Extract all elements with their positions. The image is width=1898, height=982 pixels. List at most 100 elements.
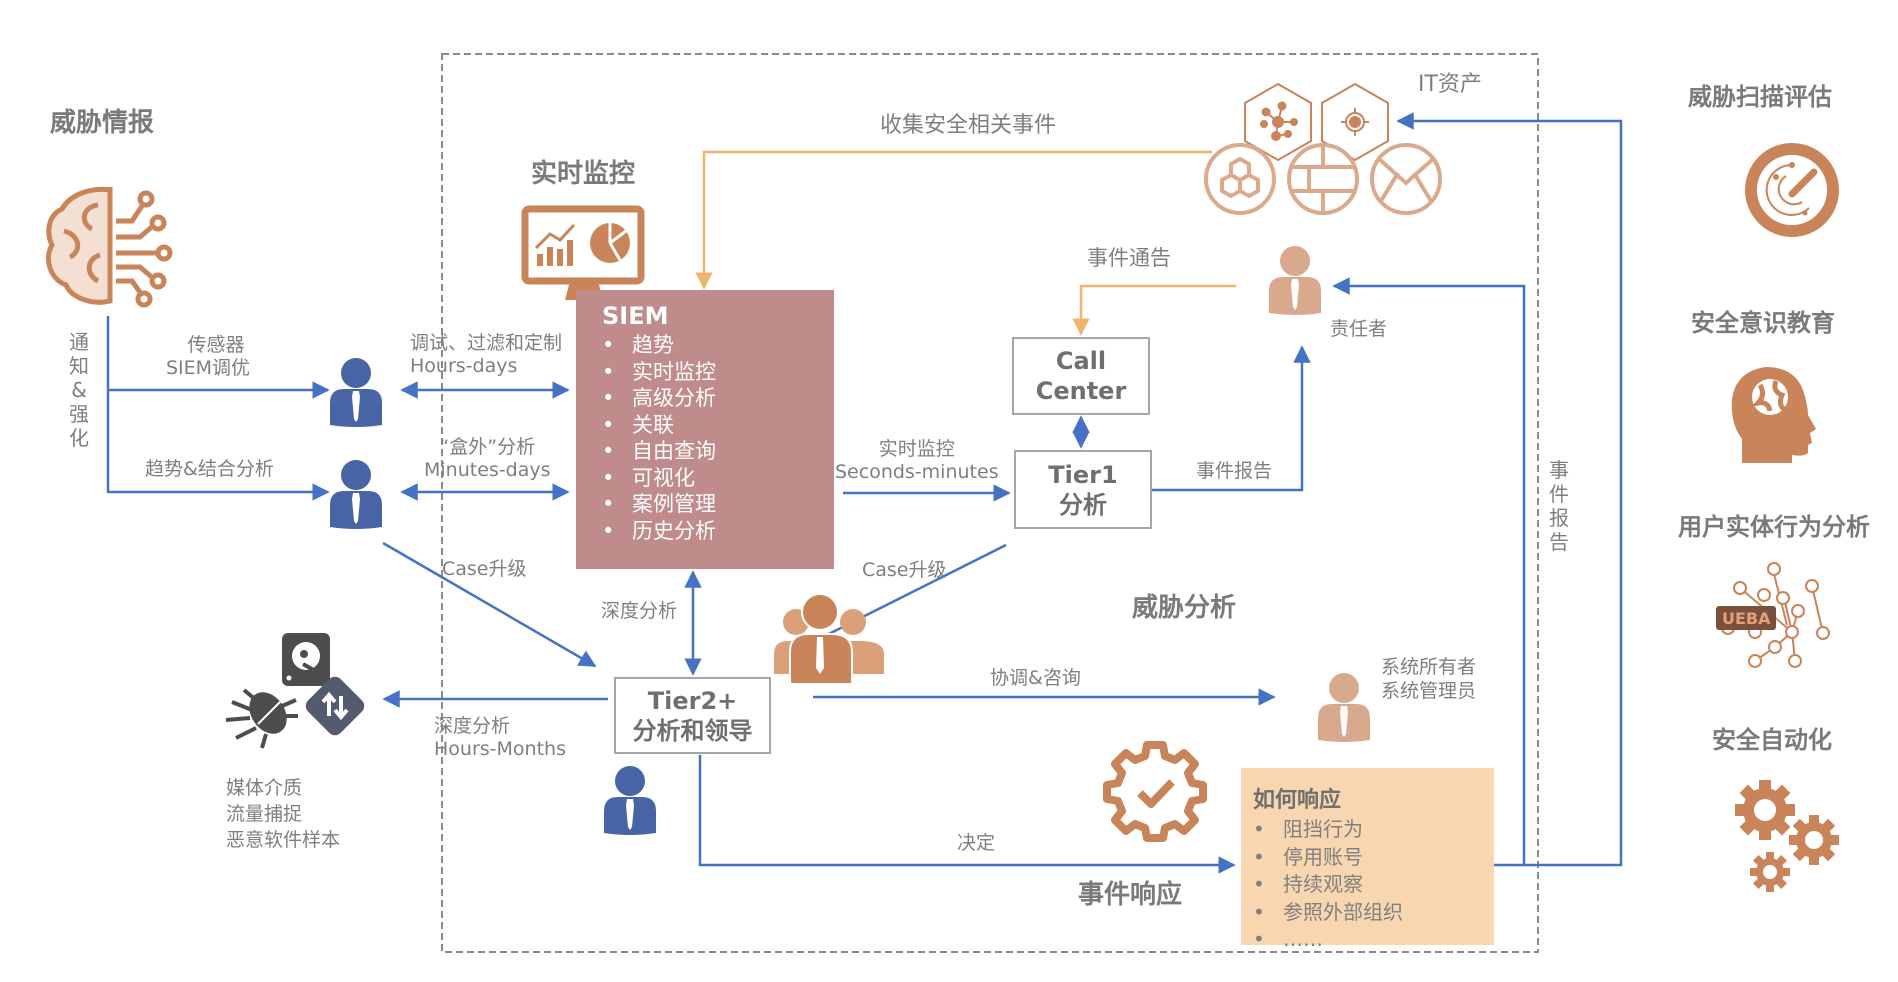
bullet: • (1253, 927, 1265, 951)
threat-analysis-heading: 威胁分析 (1132, 593, 1237, 623)
siem-feature-label: 关联 (632, 412, 674, 437)
bullet: • (602, 412, 615, 437)
gear-check-icon (1103, 741, 1207, 842)
response-box[interactable]: 如何响应 • 阻挡行为 • 停用账号 • 持续观察 • 参照外部组织 • …… (1241, 768, 1494, 951)
transfer-icon (305, 676, 365, 736)
siem-feature: •自由查询 (602, 438, 834, 465)
response-action: • 持续观察 (1253, 871, 1494, 899)
siem-feature-label: 自由查询 (632, 439, 716, 463)
siem-title: SIEM (602, 302, 669, 330)
collect-events-label: 收集安全相关事件 (880, 113, 1057, 138)
decide-label: 决定 (957, 832, 996, 854)
incident-response-heading: 事件响应 (1078, 880, 1183, 910)
flow-label-line: 实时监控 (878, 438, 955, 460)
vertical-char: 件 (1549, 482, 1569, 506)
bullet: • (1253, 899, 1265, 924)
siem-feature-label: 实时监控 (632, 359, 716, 384)
box-label-line: 分析 (1059, 490, 1107, 519)
box-label-line: 分析和领导 (632, 716, 753, 745)
radar-scan-icon (1745, 143, 1839, 237)
siem-feature: • 趋势 (602, 332, 834, 359)
system-owner-person-icon (1318, 673, 1370, 742)
response-action-label: 持续观察 (1283, 872, 1363, 896)
case-escalation-left-arrow (382, 541, 597, 668)
box-label-line: Call (1055, 347, 1107, 375)
response-action-label: …… (1283, 927, 1323, 951)
response-action-label: 参照外部组织 (1283, 899, 1403, 924)
responsible-person-icon (1269, 246, 1321, 315)
evidence-item: 流量捕捉 (226, 803, 303, 825)
incident-notice-arrow (1072, 284, 1236, 336)
intel-feed-lines (106, 316, 330, 501)
responsible-label: 责任者 (1330, 318, 1388, 340)
response-action-label: 阻挡行为 (1283, 817, 1363, 841)
evidence-item: 媒体介质 (226, 777, 303, 799)
tuning-flow-label: 调试、过滤和定制 Hours-days (410, 332, 562, 378)
bullet: • (602, 359, 615, 384)
analyst-person-icon (330, 460, 382, 529)
vertical-char: 告 (1549, 530, 1569, 554)
realtime-monitoring-heading: 实时监控 (531, 159, 636, 189)
bullet: • (1253, 844, 1265, 869)
response-title: 如何响应 (1253, 788, 1342, 813)
bullet: • (602, 465, 615, 490)
bullet: • (1253, 817, 1265, 841)
flow-label-line: 深度分析 (434, 715, 511, 737)
bullet: • (602, 492, 615, 516)
siem-feature-label: 高级分析 (632, 386, 716, 410)
deep-analysis-months-label: 深度分析 Hours-Months (434, 715, 566, 761)
siem-feature: • 实时监控 (602, 359, 834, 386)
case-escalation-left-label: Case升级 (442, 558, 527, 580)
siem-feature-label: 案例管理 (632, 492, 716, 516)
siem-feature: • 案例管理 (602, 491, 834, 518)
incident-report-arrow (1152, 345, 1311, 492)
trend-analysis-label: 趋势&结合分析 (145, 458, 274, 480)
system-owner-label: 系统所有者 系统管理员 (1381, 655, 1476, 703)
vertical-char: 强 (69, 402, 89, 426)
siem-feature-label: 历史分析 (632, 518, 716, 543)
flow-label-line: Seconds-minutes (835, 460, 999, 483)
realtime-flow-label: 实时监控 Seconds-minutes (835, 438, 999, 484)
siem-feature: •可视化 (602, 465, 834, 492)
automation-gears-icon (1735, 780, 1839, 892)
collect-events-arrow (695, 150, 1212, 290)
tier2-box[interactable]: Tier2+ 分析和领导 (614, 677, 771, 754)
response-action-list: • 阻挡行为 • 停用账号 • 持续观察 • 参照外部组织 • …… (1253, 816, 1494, 954)
awareness-heading: 安全意识教育 (1691, 309, 1835, 337)
vertical-char: 通 (69, 330, 89, 354)
response-action-label: 停用账号 (1283, 844, 1363, 869)
siem-feature-label: 趋势 (632, 333, 674, 357)
flow-label-line: “盒外”分析 (439, 436, 536, 458)
team-icon (774, 593, 884, 685)
sensor-label-line: 传感器 (187, 334, 245, 356)
evidence-icons (225, 633, 365, 749)
cluster-icon (1204, 143, 1276, 215)
tier1-box[interactable]: Tier1 分析 (1014, 450, 1152, 529)
ueba-heading: 用户实体行为分析 (1678, 513, 1870, 541)
siem-feature: • 关联 (602, 412, 834, 439)
incident-notice-label: 事件通告 (1087, 246, 1171, 270)
ueba-badge: UEBA (1722, 609, 1771, 628)
flow-label-line: Hours-Months (434, 737, 566, 760)
owner-label-line: 系统所有者 (1381, 656, 1477, 678)
owner-label-line: 系统管理员 (1381, 680, 1477, 702)
bug-icon (225, 688, 298, 749)
analyst-person-icon (330, 358, 382, 427)
siem-box[interactable]: SIEM • 趋势 • 实时监控 • 高级分析 • 关联 •自由查询 •可视化 • 案例管… (576, 290, 834, 569)
vertical-char: 知 (69, 354, 89, 378)
box-label-line: Tier1 (1048, 460, 1118, 489)
vertical-char: 报 (1549, 506, 1569, 530)
box-label-line: Center (1035, 377, 1127, 405)
coordinate-label: 协调&咨询 (990, 667, 1081, 689)
analyst-siem-arrows (400, 381, 570, 501)
target-icon (1321, 82, 1389, 162)
outbox-flow-label: “盒外”分析 Minutes-days (424, 436, 551, 482)
siem-feature: •历史分析 (602, 518, 834, 545)
bullet: • (1253, 872, 1265, 896)
call-center-box[interactable]: Call Center (1012, 337, 1150, 415)
bullet: • (602, 333, 615, 357)
soc-boundary (441, 53, 1539, 953)
flow-label-line: Minutes-days (424, 458, 551, 481)
response-asset-arrow (1396, 112, 1623, 867)
